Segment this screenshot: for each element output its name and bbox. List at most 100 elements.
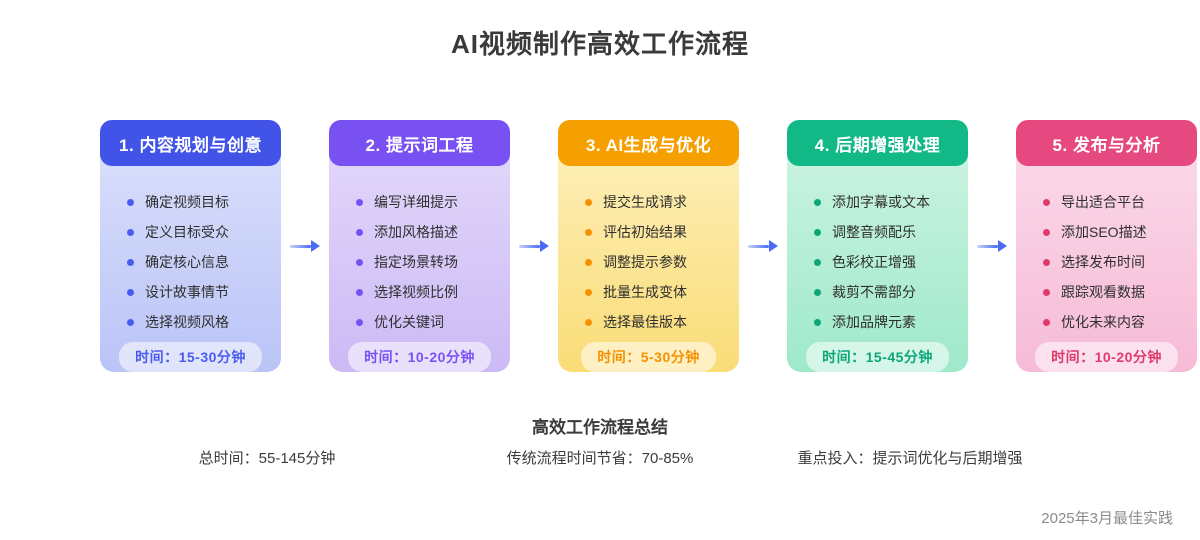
stage-1-item-list: 确定视频目标 定义目标受众 确定核心信息 设计故事情节 选择视频风格 [100,166,281,337]
summary-time-saving: 传统流程时间节省：70-85% [506,450,694,467]
list-item: 色彩校正增强 [814,247,968,277]
bullet-dot-icon [127,318,134,326]
stage-card-5: 5. 发布与分析 导出适合平台 添加SEO描述 选择发布时间 跟踪观看数据 优化… [1016,120,1197,372]
bullet-dot-icon [127,228,134,236]
time-badge: 时间：15-45分钟 [806,342,949,372]
bullet-dot-icon [585,288,592,296]
list-item-label: 批量生成变体 [603,284,687,300]
list-item-label: 确定核心信息 [145,254,229,270]
list-item: 裁剪不需部分 [814,277,968,307]
stage-2-item-list: 编写详细提示 添加风格描述 指定场景转场 选择视频比例 优化关键词 [329,166,510,337]
stage-3-header: 3. AI生成与优化 [558,120,739,166]
list-item: 选择发布时间 [1043,247,1197,277]
list-item: 定义目标受众 [127,217,281,247]
stage-1-header: 1. 内容规划与创意 [100,120,281,166]
bullet-dot-icon [1043,228,1050,236]
summary-total-time: 总时间：55-145分钟 [198,450,336,467]
list-item: 评估初始结果 [585,217,739,247]
footer-note: 2025年3月最佳实践 [1041,510,1173,527]
list-item-label: 确定视频目标 [145,194,229,210]
list-item-label: 选择发布时间 [1061,254,1145,270]
list-item-label: 调整音频配乐 [832,224,916,240]
list-item-label: 定义目标受众 [145,224,229,240]
time-badge: 时间：5-30分钟 [581,342,716,372]
flow-arrow-icon [290,240,320,252]
list-item-label: 调整提示参数 [603,254,687,270]
flow-arrow-icon [977,240,1007,252]
bullet-dot-icon [356,318,363,326]
bullet-dot-icon [585,198,592,206]
list-item: 选择视频风格 [127,307,281,337]
list-item-label: 添加风格描述 [374,224,458,240]
list-item: 调整音频配乐 [814,217,968,247]
arrow-slot [281,120,329,372]
bullet-dot-icon [356,198,363,206]
stage-5-header: 5. 发布与分析 [1016,120,1197,166]
bullet-dot-icon [1043,318,1050,326]
bullet-dot-icon [814,258,821,266]
stage-3-item-list: 提交生成请求 评估初始结果 调整提示参数 批量生成变体 选择最佳版本 [558,166,739,337]
bullet-dot-icon [814,198,821,206]
list-item-label: 裁剪不需部分 [832,284,916,300]
list-item: 设计故事情节 [127,277,281,307]
bullet-dot-icon [356,228,363,236]
list-item-label: 指定场景转场 [374,254,458,270]
list-item-label: 添加品牌元素 [832,314,916,330]
bullet-dot-icon [585,228,592,236]
list-item-label: 评估初始结果 [603,224,687,240]
bullet-dot-icon [127,288,134,296]
bullet-dot-icon [814,228,821,236]
bullet-dot-icon [356,288,363,296]
stage-4-header: 4. 后期增强处理 [787,120,968,166]
stage-card-4: 4. 后期增强处理 添加字幕或文本 调整音频配乐 色彩校正增强 裁剪不需部分 添… [787,120,968,372]
bullet-dot-icon [1043,198,1050,206]
list-item: 添加字幕或文本 [814,187,968,217]
list-item-label: 导出适合平台 [1061,194,1145,210]
page-title: AI视频制作高效工作流程 [450,29,749,59]
list-item: 批量生成变体 [585,277,739,307]
list-item-label: 设计故事情节 [145,284,229,300]
time-badge: 时间：10-20分钟 [1035,342,1178,372]
bullet-dot-icon [585,258,592,266]
summary-key-focus: 重点投入：提示词优化与后期增强 [797,450,1023,467]
list-item-label: 优化关键词 [374,314,444,330]
list-item: 添加风格描述 [356,217,510,247]
flow-arrow-icon [748,240,778,252]
list-item-label: 选择视频风格 [145,314,229,330]
list-item-label: 编写详细提示 [374,194,458,210]
stage-card-1: 1. 内容规划与创意 确定视频目标 定义目标受众 确定核心信息 设计故事情节 选… [100,120,281,372]
list-item: 跟踪观看数据 [1043,277,1197,307]
bullet-dot-icon [1043,258,1050,266]
arrow-slot [739,120,787,372]
list-item-label: 添加SEO描述 [1061,224,1147,240]
list-item: 优化关键词 [356,307,510,337]
bullet-dot-icon [356,258,363,266]
flow-arrow-icon [519,240,549,252]
list-item: 选择最佳版本 [585,307,739,337]
stage-5-item-list: 导出适合平台 添加SEO描述 选择发布时间 跟踪观看数据 优化未来内容 [1016,166,1197,337]
bullet-dot-icon [127,198,134,206]
list-item: 提交生成请求 [585,187,739,217]
arrow-slot [510,120,558,372]
bullet-dot-icon [585,318,592,326]
list-item: 编写详细提示 [356,187,510,217]
time-badge: 时间：10-20分钟 [348,342,491,372]
list-item: 确定核心信息 [127,247,281,277]
stage-4-item-list: 添加字幕或文本 调整音频配乐 色彩校正增强 裁剪不需部分 添加品牌元素 [787,166,968,337]
list-item-label: 选择视频比例 [374,284,458,300]
list-item: 选择视频比例 [356,277,510,307]
list-item-label: 提交生成请求 [603,194,687,210]
stage-card-3: 3. AI生成与优化 提交生成请求 评估初始结果 调整提示参数 批量生成变体 选… [558,120,739,372]
arrow-slot [968,120,1016,372]
list-item: 优化未来内容 [1043,307,1197,337]
list-item-label: 优化未来内容 [1061,314,1145,330]
workflow-stages-row: 1. 内容规划与创意 确定视频目标 定义目标受众 确定核心信息 设计故事情节 选… [100,120,1197,372]
bullet-dot-icon [1043,288,1050,296]
list-item: 调整提示参数 [585,247,739,277]
list-item: 确定视频目标 [127,187,281,217]
list-item: 添加SEO描述 [1043,217,1197,247]
summary-row: 总时间：55-145分钟 传统流程时间节省：70-85% 重点投入：提示词优化与… [0,447,1200,469]
list-item-label: 添加字幕或文本 [832,194,930,210]
list-item-label: 选择最佳版本 [603,314,687,330]
summary-title: 高效工作流程总结 [532,418,668,437]
